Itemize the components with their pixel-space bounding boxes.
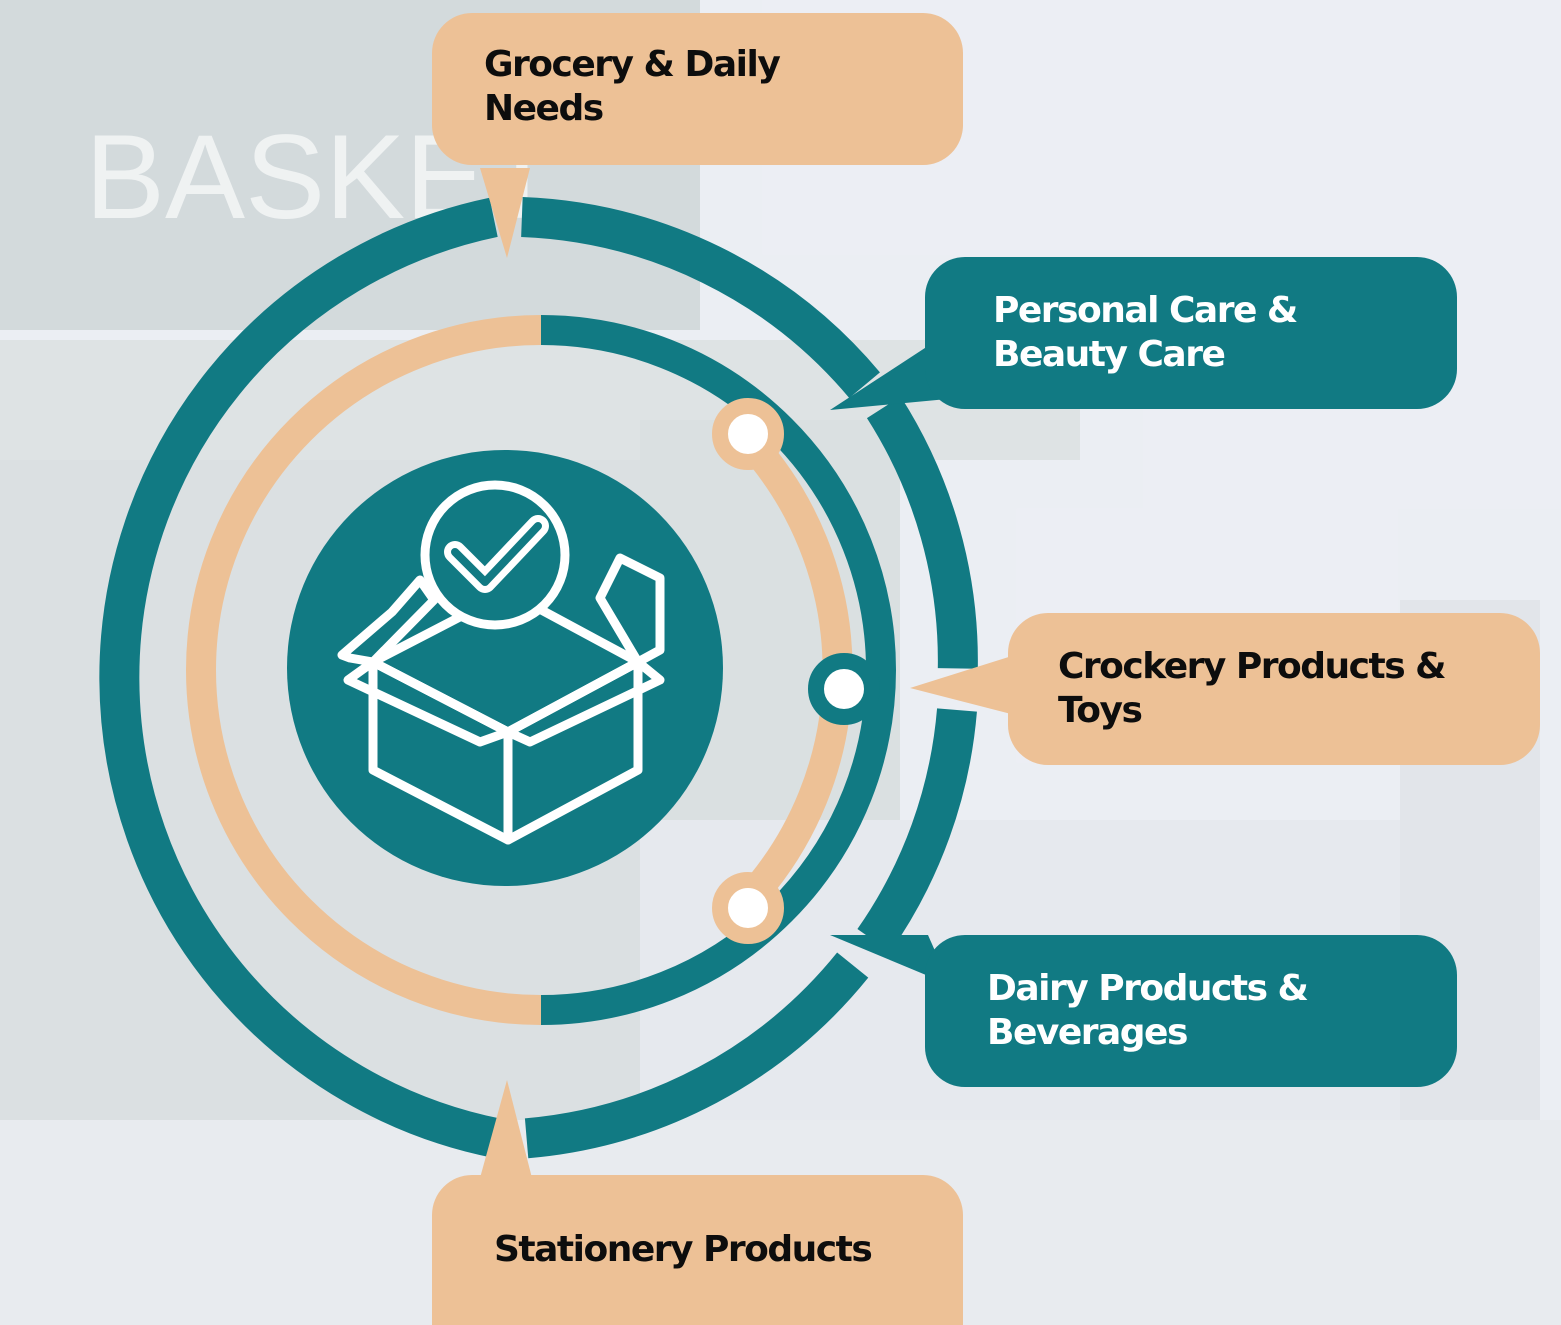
pointer-stationery [480,1080,532,1178]
category-dairy: Dairy Products & Beverages [925,935,1457,1087]
category-dairy-label: Dairy Products & Beverages [987,968,1309,1053]
category-stationery-label: Stationery Products [494,1229,873,1270]
outer-ring-segment-right-lower [857,708,977,952]
inner-ring-teal [540,315,896,1025]
outer-ring-segment-right-top [521,197,880,399]
node-lower [712,872,784,944]
open-box-checkmark-icon [337,480,665,845]
category-personal-care-label: Personal Care & Beauty Care [993,290,1298,375]
category-crockery-label: Crockery Products & Toys [1058,646,1447,731]
category-crockery: Crockery Products & Toys [1008,613,1540,765]
outer-ring-segment-left [99,197,503,1159]
category-personal-care: Personal Care & Beauty Care [925,257,1457,409]
node-middle [808,653,880,725]
category-grocery: Grocery & Daily Needs [432,13,963,165]
node-upper [712,398,784,470]
pointer-grocery [480,168,530,258]
inner-ring-peach [186,315,542,1025]
outer-ring-segment-right-bottom [524,952,869,1159]
pointer-crockery [910,655,1015,715]
category-stationery: Stationery Products [432,1175,963,1325]
pointer-dairy [830,935,950,985]
category-grocery-label: Grocery & Daily Needs [484,44,781,129]
outer-ring-segment-right-middle [866,396,978,669]
outer-ring [99,197,978,1159]
